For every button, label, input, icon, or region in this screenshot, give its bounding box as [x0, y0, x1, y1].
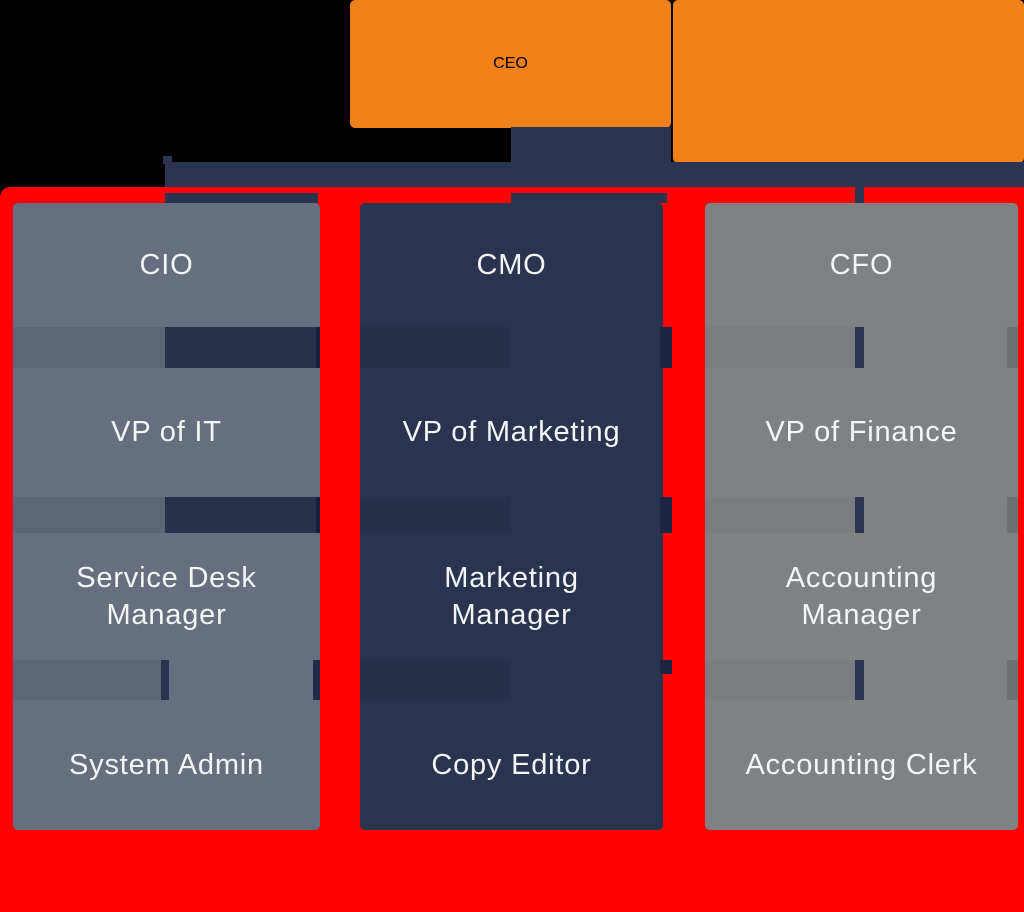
- band-shade: [705, 497, 858, 533]
- connector-strip-cio: [165, 193, 318, 203]
- connector-bar-notch: [163, 156, 172, 164]
- connector-stub: [660, 327, 672, 368]
- band-shade: [360, 660, 511, 700]
- connector-rect: [165, 497, 320, 533]
- band-shade: [13, 660, 166, 700]
- band-shade: [360, 327, 511, 368]
- connector-band: [360, 497, 672, 533]
- branch-cfo: CFO VP of Finance Accounting Manager Acc…: [705, 203, 1018, 830]
- connector-band: [705, 660, 1018, 700]
- node-cmo: CMO: [360, 203, 663, 327]
- branch-cio: CIO VP of IT Service Desk Manager System…: [13, 203, 320, 830]
- node-service-desk-manager: Service Desk Manager: [13, 533, 320, 660]
- node-accounting-manager: Accounting Manager: [705, 533, 1018, 660]
- node-accounting-clerk-label: Accounting Clerk: [745, 748, 978, 781]
- band-shade: [13, 497, 166, 533]
- connector-stub: [660, 660, 672, 674]
- node-ceo: CEO: [350, 0, 671, 128]
- connector-dash-cfo: [855, 186, 864, 203]
- connector-rect: [165, 327, 320, 368]
- connector-band: [13, 660, 320, 700]
- connector-stub: [1007, 660, 1018, 700]
- connector-dash: [855, 327, 864, 368]
- connector-band: [705, 327, 1018, 368]
- node-vp-of-marketing: VP of Marketing: [360, 368, 663, 497]
- node-marketing-manager-label: Marketing Manager: [444, 561, 579, 631]
- connector-ceo-stem: [511, 127, 671, 163]
- band-shade: [360, 497, 511, 533]
- connector-stub: [1007, 327, 1018, 368]
- node-vp-of-it-label: VP of IT: [111, 416, 222, 448]
- connector-strip-cmo: [511, 193, 667, 203]
- node-vp-of-it: VP of IT: [13, 368, 320, 497]
- connector-band: [13, 327, 320, 368]
- node-system-admin-label: System Admin: [69, 748, 264, 781]
- connector-stub: [313, 660, 320, 700]
- connector-dash: [855, 497, 864, 533]
- connector-band: [360, 660, 672, 700]
- connector-band: [13, 497, 320, 533]
- node-accounting-clerk: Accounting Clerk: [705, 700, 1018, 830]
- node-ceo-label: CEO: [493, 55, 528, 72]
- connector-stub: [1007, 497, 1018, 533]
- node-system-admin: System Admin: [13, 700, 320, 830]
- node-cfo-label: CFO: [829, 248, 894, 281]
- node-vp-of-marketing-label: VP of Marketing: [402, 416, 621, 448]
- connector-dash: [161, 660, 169, 700]
- band-shade: [13, 327, 166, 368]
- node-service-desk-manager-label: Service Desk Manager: [76, 561, 257, 631]
- connector-stub: [660, 497, 672, 533]
- node-cmo-label: CMO: [476, 248, 547, 281]
- band-shade: [705, 660, 858, 700]
- node-vp-of-finance-label: VP of Finance: [765, 416, 958, 448]
- node-vp-of-finance: VP of Finance: [705, 368, 1018, 497]
- orange-block-cropped: [673, 0, 1024, 163]
- connector-dash: [855, 660, 864, 700]
- branch-cmo: CMO VP of Marketing Marketing Manager Co…: [360, 203, 672, 830]
- node-cfo: CFO: [705, 203, 1018, 327]
- node-cio-label: CIO: [139, 248, 194, 281]
- band-shade: [705, 327, 858, 368]
- node-accounting-manager-label: Accounting Manager: [785, 561, 938, 631]
- node-marketing-manager: Marketing Manager: [360, 533, 663, 660]
- connector-horizontal-bar: [165, 162, 1024, 187]
- node-copy-editor-label: Copy Editor: [431, 748, 592, 781]
- connector-band: [705, 497, 1018, 533]
- connector-band: [360, 327, 672, 368]
- node-cio: CIO: [13, 203, 320, 327]
- node-copy-editor: Copy Editor: [360, 700, 663, 830]
